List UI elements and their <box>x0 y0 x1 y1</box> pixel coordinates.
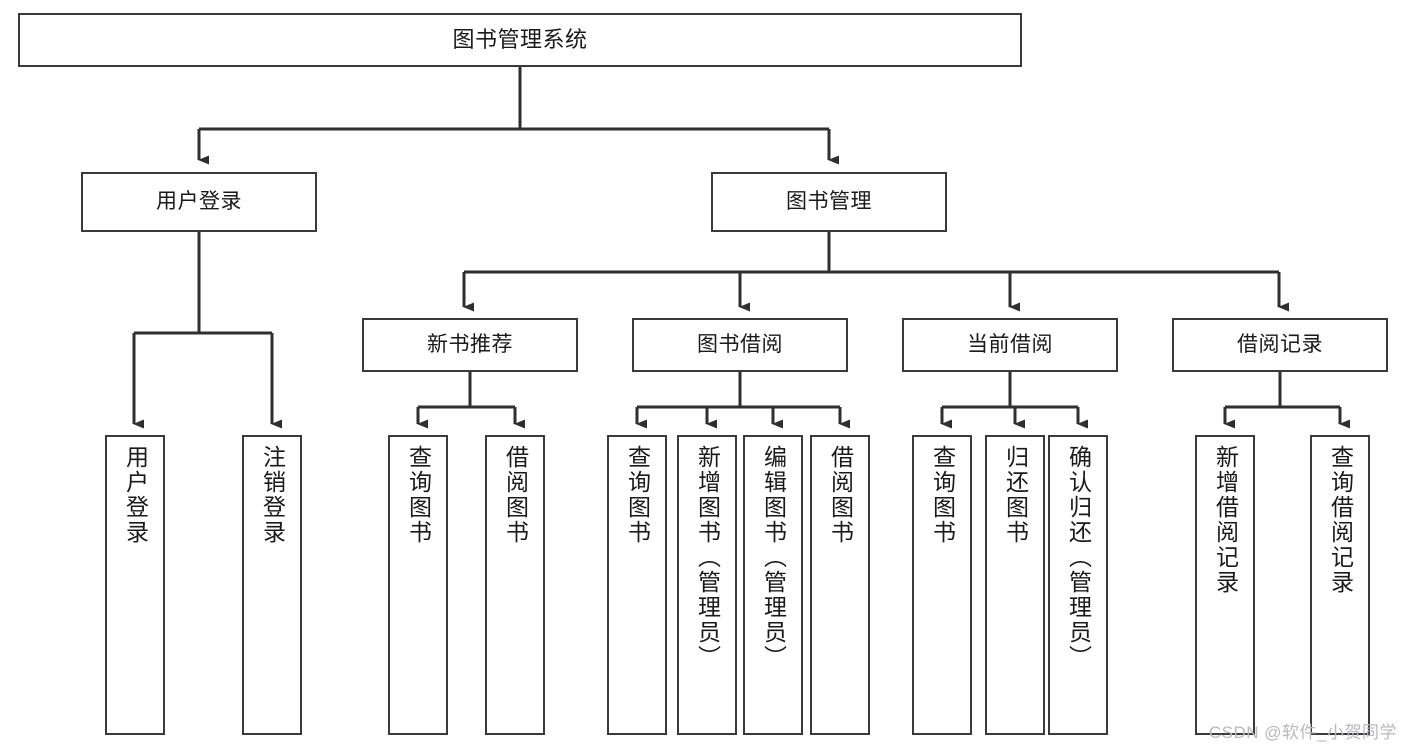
node-borrow-record[interactable]: 借阅记录 <box>1172 318 1388 372</box>
node-label: 查询图书 <box>929 445 956 545</box>
node-leaf-user-login[interactable]: 用户登录 <box>105 435 165 735</box>
node-book-borrow[interactable]: 图书借阅 <box>632 318 848 372</box>
watermark: CSDN @软件_小贺同学 <box>1208 723 1397 742</box>
node-user-login[interactable]: 用户登录 <box>81 172 317 232</box>
node-label: 借阅图书 <box>502 445 529 545</box>
node-label: 图书管理 <box>786 189 872 213</box>
node-label: 新书推荐 <box>427 332 513 356</box>
node-book-manage[interactable]: 图书管理 <box>711 172 947 232</box>
node-leaf-add-book-admin[interactable]: 新增图书（管理员） <box>677 435 737 735</box>
node-label: 查询图书 <box>405 445 432 545</box>
node-label: 用户登录 <box>156 189 242 213</box>
node-label: 当前借阅 <box>967 332 1053 356</box>
node-leaf-query-book-rec[interactable]: 查询图书 <box>388 435 448 735</box>
node-label: 归还图书 <box>1002 445 1029 545</box>
node-label: 确认归还（管理员） <box>1065 445 1092 670</box>
node-label: 图书管理系统 <box>452 27 588 53</box>
node-label: 图书借阅 <box>697 332 783 356</box>
node-label: 查询借阅记录 <box>1327 445 1354 595</box>
node-label: 借阅记录 <box>1237 332 1323 356</box>
node-label: 编辑图书（管理员） <box>760 445 787 670</box>
node-leaf-user-logout[interactable]: 注销登录 <box>242 435 302 735</box>
node-current-borrow[interactable]: 当前借阅 <box>902 318 1118 372</box>
node-new-book-recommend[interactable]: 新书推荐 <box>362 318 578 372</box>
node-leaf-add-borrow-record[interactable]: 新增借阅记录 <box>1195 435 1255 735</box>
node-leaf-return-book[interactable]: 归还图书 <box>985 435 1045 735</box>
node-label: 用户登录 <box>122 445 149 545</box>
node-label: 注销登录 <box>259 445 286 545</box>
node-label: 借阅图书 <box>827 445 854 545</box>
node-root-book-management-system[interactable]: 图书管理系统 <box>18 13 1022 67</box>
node-label: 查询图书 <box>624 445 651 545</box>
node-leaf-query-borrow-record[interactable]: 查询借阅记录 <box>1310 435 1370 735</box>
node-leaf-edit-book-admin[interactable]: 编辑图书（管理员） <box>743 435 803 735</box>
node-leaf-borrow-book-rec[interactable]: 借阅图书 <box>485 435 545 735</box>
node-label: 新增图书（管理员） <box>694 445 721 670</box>
node-leaf-query-book-borrow[interactable]: 查询图书 <box>607 435 667 735</box>
node-label: 新增借阅记录 <box>1212 445 1239 595</box>
node-leaf-query-book-cur[interactable]: 查询图书 <box>912 435 972 735</box>
node-leaf-confirm-return-admin[interactable]: 确认归还（管理员） <box>1048 435 1108 735</box>
node-leaf-borrow-book[interactable]: 借阅图书 <box>810 435 870 735</box>
